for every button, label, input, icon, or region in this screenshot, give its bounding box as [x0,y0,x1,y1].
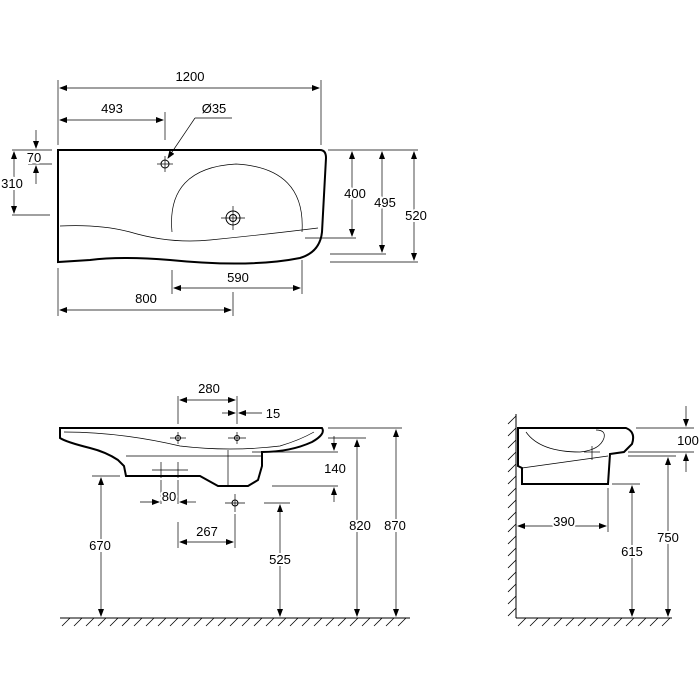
waste-marker [225,494,245,512]
side-view: 100 390 615 750 [507,406,700,627]
siphon-markers [152,462,188,478]
dim-siphon-offset: 80 [162,489,176,504]
dim-tap-diameter: Ø35 [202,101,227,116]
dim-underside-height: 820 [349,518,371,533]
bowl-outline [171,163,303,233]
front-drain-marker [228,432,246,444]
front-tap-marker [170,432,186,444]
dim-tap-offset: 493 [101,101,123,116]
dim-waste-spacing: 267 [196,524,218,539]
top-view: 1200 493 Ø35 70 310 400 495 520 590 [0,67,429,316]
basin-front-curve [59,225,319,242]
dim-mid-depth: 495 [374,195,396,210]
dim-side-underside-height: 750 [657,530,679,545]
dim-bracket-height: 615 [621,544,643,559]
drain-hole [221,206,245,230]
basin-front-inner [63,431,315,450]
floor-hatch-front [61,617,407,627]
wall-hatch [507,415,517,617]
dim-max-depth: 520 [405,208,427,223]
front-view: 280 15 140 80 267 670 525 820 [59,379,410,627]
dim-waste-offset: 15 [266,406,280,421]
floor-hatch-side [517,617,671,627]
dim-overall-width: 1200 [176,69,205,84]
dim-siphon-drop: 140 [324,461,346,476]
dim-left-depth: 310 [1,176,23,191]
dim-bowl-width: 590 [227,270,249,285]
dim-top-height: 870 [384,518,406,533]
basin-front-outline [59,427,324,487]
basin-side-bowl [525,429,605,453]
tap-hole [157,156,173,172]
dim-front-bowl-width: 280 [198,381,220,396]
basin-top-outline [57,149,328,265]
dim-bowl-depth: 400 [344,186,366,201]
side-drain-marker [584,446,600,460]
dim-tap-from-back: 70 [27,150,41,165]
dim-waste-height: 525 [269,552,291,567]
dim-support-height: 670 [89,538,111,553]
basin-side-outline [517,427,635,485]
dim-rim-height: 100 [677,433,699,448]
dim-projection: 390 [553,514,575,529]
dim-left-section: 800 [135,291,157,306]
